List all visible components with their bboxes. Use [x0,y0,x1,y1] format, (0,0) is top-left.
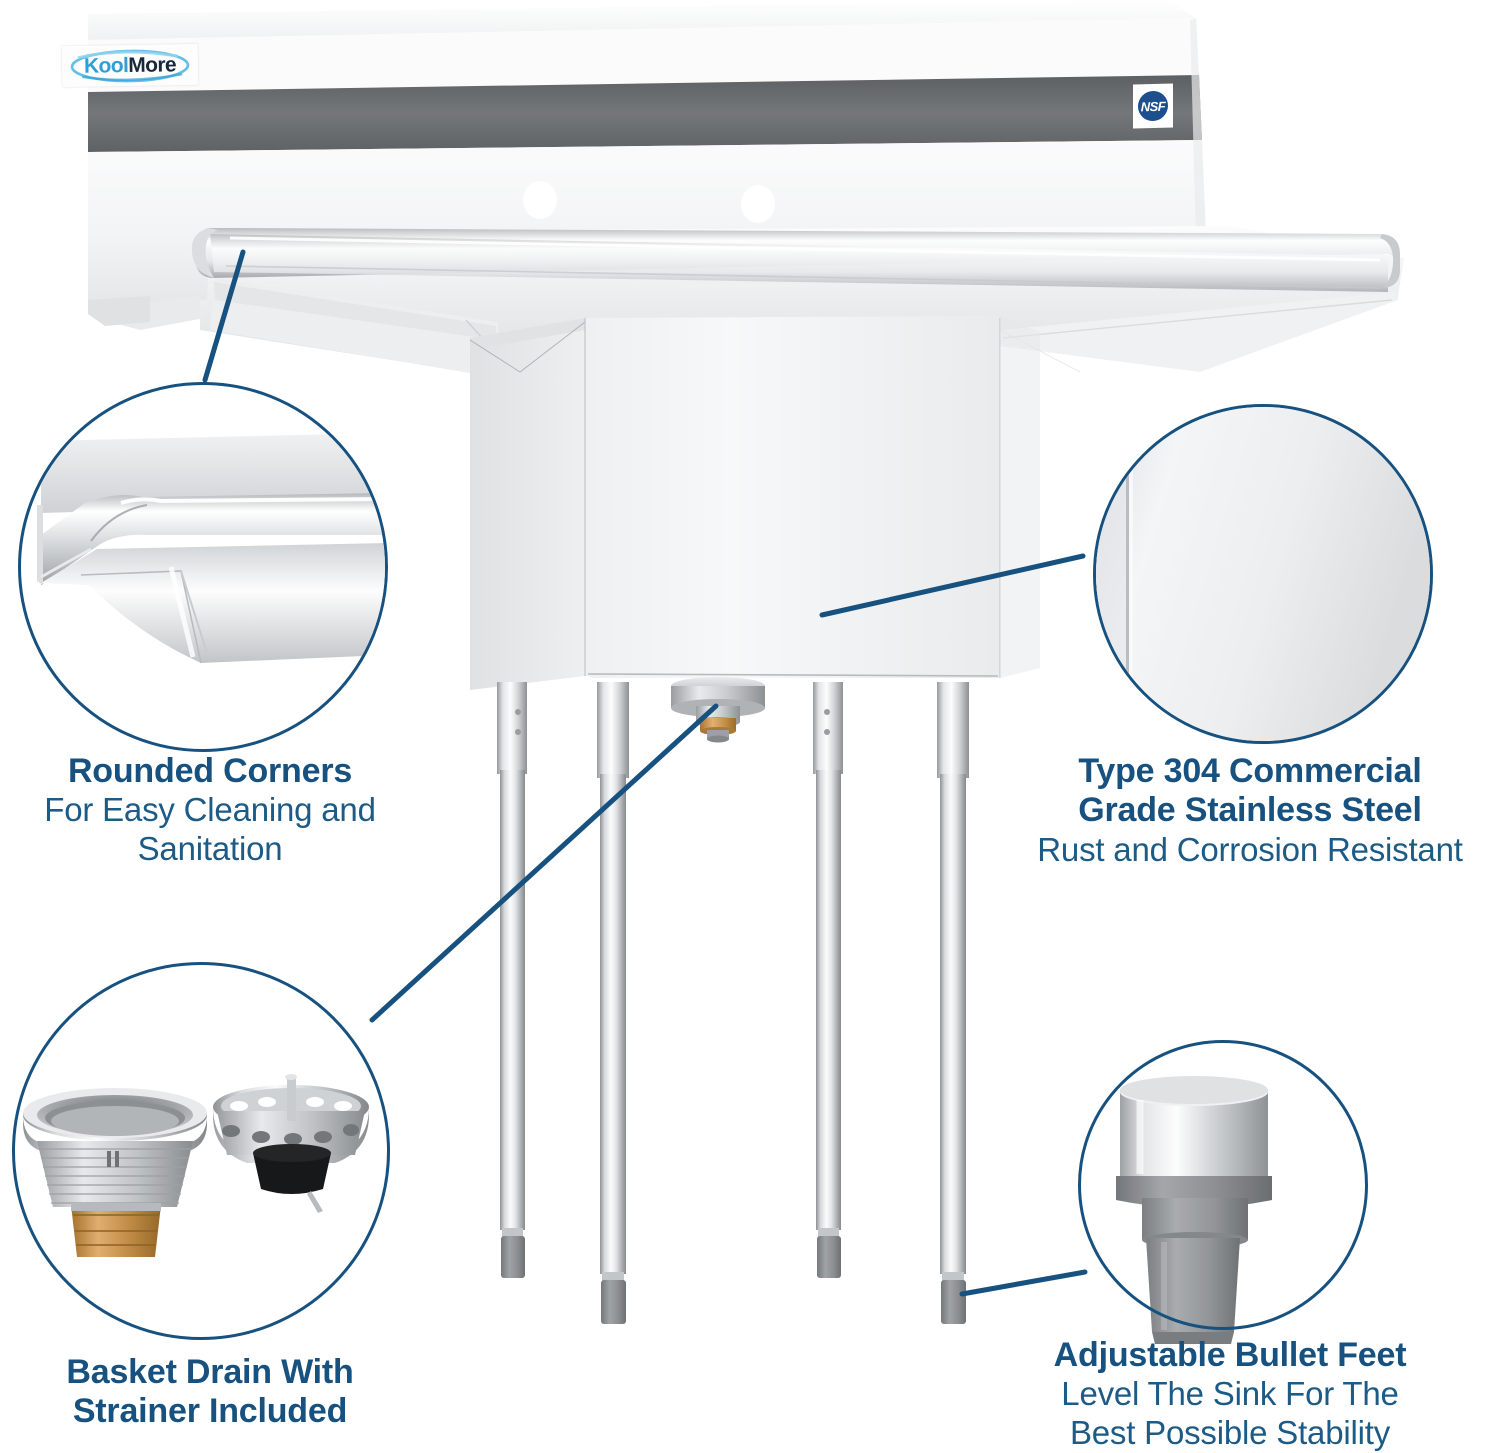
callout-text-basket-drain: Basket Drain With Strainer Included [0,1353,420,1432]
callout-image-rounded-corners [18,382,388,752]
leg-4 [940,774,966,1274]
callout-subtitle-type-304: Rust and Corrosion Resistant [1037,830,1463,868]
callout-title-basket-drain-line2: Strainer Included [72,1392,348,1431]
sink-legs [497,682,969,1324]
callout-image-basket-drain [12,962,390,1340]
logo-text-more: More [128,52,177,77]
drain-body [23,1088,207,1257]
koolmore-logo-text: KoolMore [84,53,176,78]
bullet-foot-2 [601,1280,626,1324]
leg-collar-3 [813,682,843,774]
strainer-basket [213,1074,369,1213]
nsf-icon: NSF [1138,90,1168,122]
callout-title-bullet-feet: Adjustable Bullet Feet [1053,1336,1407,1374]
bullet-foot-4 [941,1280,966,1324]
bullet-foot-1 [501,1236,525,1278]
leg-collar-1 [497,682,527,774]
nsf-certification-label: NSF [1133,83,1173,129]
callout-title-type-304-line2: Grade Stainless Steel [1078,791,1422,830]
koolmore-logo: KoolMore [61,43,199,88]
callout-text-rounded-corners: Rounded Corners For Easy Cleaning and Sa… [0,752,420,868]
leg-1 [500,770,525,1230]
leg-2 [600,774,626,1274]
callout-subtitle-bullet-feet-line2: Best Possible Stability [1069,1413,1391,1451]
callout-subtitle-rounded-corners-line2: Sanitation [137,829,283,867]
callout-subtitle-rounded-corners-line1: For Easy Cleaning and [44,791,376,829]
steel-seam-line [1126,407,1129,741]
leg-collar-2 [597,682,629,778]
callout-image-type-304-steel [1093,404,1433,744]
drain-assembly [671,677,765,743]
bullet-foot-3 [817,1236,841,1278]
callout-circle-bullet-feet [1078,1040,1368,1330]
callout-title-basket-drain-line1: Basket Drain With [66,1353,354,1391]
callout-text-type-304-steel: Type 304 Commercial Grade Stainless Stee… [1000,752,1500,869]
callout-title-type-304-line1: Type 304 Commercial [1078,752,1422,790]
callout-subtitle-bullet-feet-line1: Level The Sink For The [1061,1375,1399,1413]
logo-text-kool: Kool [83,53,129,78]
faucet-hole-left [523,181,557,219]
rubber-stopper [253,1153,331,1194]
callout-title-rounded-corners: Rounded Corners [67,752,353,790]
sink-basin [469,316,1040,690]
faucet-hole-right [741,185,775,223]
leg-3 [816,770,841,1230]
leg-collar-4 [937,682,969,778]
callout-text-bullet-feet: Adjustable Bullet Feet Level The Sink Fo… [960,1336,1500,1452]
